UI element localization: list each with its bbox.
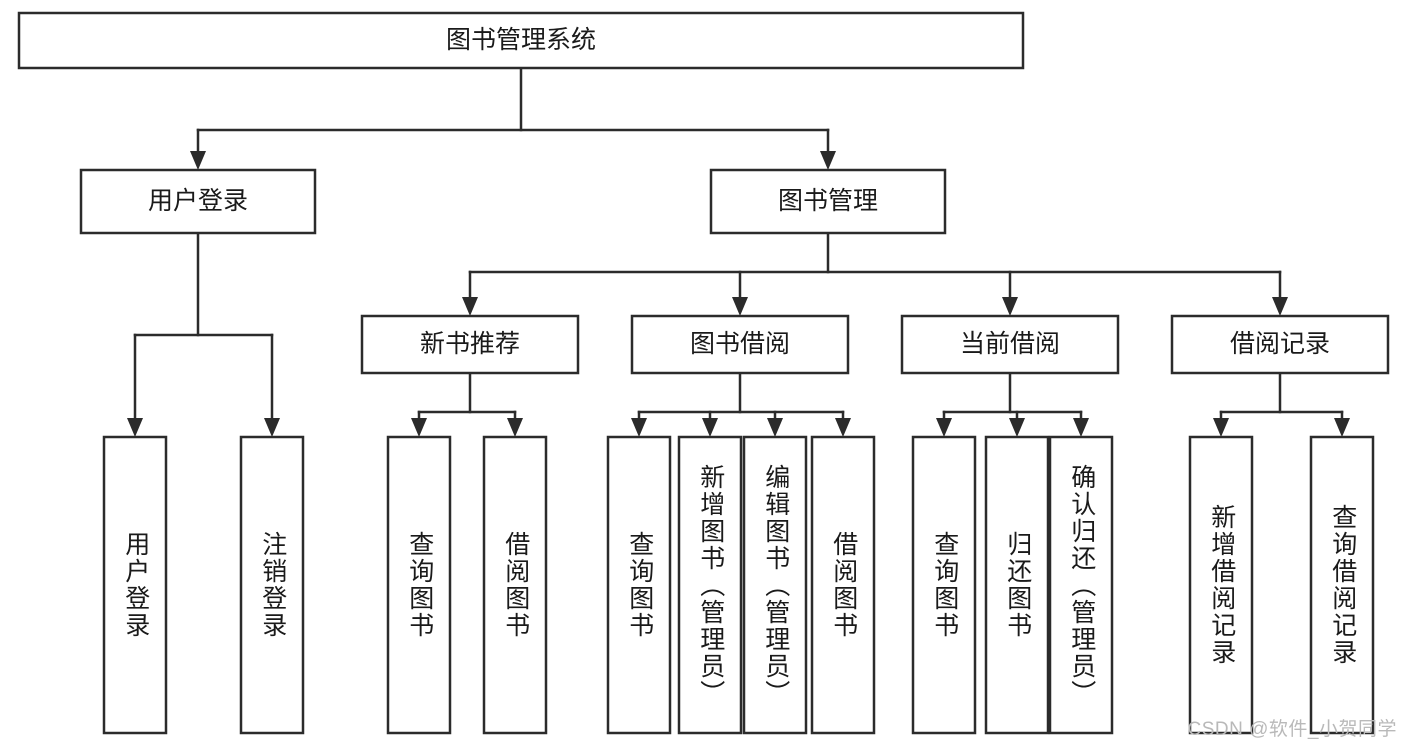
arrow-borrow-record-0 xyxy=(1213,418,1229,437)
leaf-node-leaf-borrow-book-rec[interactable] xyxy=(482,435,548,735)
arrow-current-borrow-2 xyxy=(1073,418,1089,437)
leaf-node-leaf-return-book[interactable] xyxy=(984,435,1050,735)
arrow-book-manage-0 xyxy=(462,297,478,316)
leaf-node-leaf-query-book-bw[interactable] xyxy=(606,435,672,735)
node-label-book-borrow: 图书借阅 xyxy=(690,330,790,358)
arrow-root-0 xyxy=(190,151,206,170)
arrow-borrow-record-1 xyxy=(1334,418,1350,437)
node-borrow-record[interactable] xyxy=(1170,314,1390,375)
node-label-root: 图书管理系统 xyxy=(446,26,596,54)
leaf-node-leaf-add-book[interactable] xyxy=(677,435,743,735)
leaf-node-leaf-add-record[interactable] xyxy=(1188,435,1254,735)
arrow-book-borrow-3 xyxy=(835,418,851,437)
arrow-book-borrow-2 xyxy=(767,418,783,437)
node-label-new-book-rec: 新书推荐 xyxy=(420,330,520,358)
arrow-user-login-1 xyxy=(264,418,280,437)
arrow-book-manage-1 xyxy=(732,297,748,316)
node-book-borrow[interactable] xyxy=(630,314,850,375)
leaf-node-leaf-query-record[interactable] xyxy=(1309,435,1375,735)
leaf-node-leaf-borrow-book-bw[interactable] xyxy=(810,435,876,735)
node-book-manage[interactable] xyxy=(709,168,947,235)
node-current-borrow[interactable] xyxy=(900,314,1120,375)
arrow-book-manage-2 xyxy=(1002,297,1018,316)
node-label-borrow-record: 借阅记录 xyxy=(1230,330,1330,358)
node-new-book-rec[interactable] xyxy=(360,314,580,375)
node-root[interactable] xyxy=(17,11,1025,70)
arrow-current-borrow-0 xyxy=(936,418,952,437)
node-label-user-login: 用户登录 xyxy=(148,187,248,215)
node-label-current-borrow: 当前借阅 xyxy=(960,330,1060,358)
node-label-book-manage: 图书管理 xyxy=(778,187,878,215)
connectors-layer xyxy=(127,66,1350,437)
arrow-current-borrow-1 xyxy=(1009,418,1025,437)
leaf-node-leaf-query-book-cb[interactable] xyxy=(911,435,977,735)
arrow-book-manage-3 xyxy=(1272,297,1288,316)
arrow-book-borrow-1 xyxy=(702,418,718,437)
leaf-node-leaf-confirm-return[interactable] xyxy=(1048,435,1114,735)
arrow-new-book-rec-1 xyxy=(507,418,523,437)
arrow-book-borrow-0 xyxy=(631,418,647,437)
leaf-node-leaf-edit-book[interactable] xyxy=(742,435,808,735)
leaf-node-leaf-user-login[interactable] xyxy=(102,435,168,735)
leaf-node-leaf-user-logout[interactable] xyxy=(239,435,305,735)
arrow-user-login-0 xyxy=(127,418,143,437)
arrow-root-1 xyxy=(820,151,836,170)
arrow-new-book-rec-0 xyxy=(411,418,427,437)
leaf-node-leaf-query-book-rec[interactable] xyxy=(386,435,452,735)
node-user-login[interactable] xyxy=(79,168,317,235)
watermark: CSDN @软件_小贺同学 xyxy=(1187,719,1397,740)
boxes-layer xyxy=(17,11,1390,735)
